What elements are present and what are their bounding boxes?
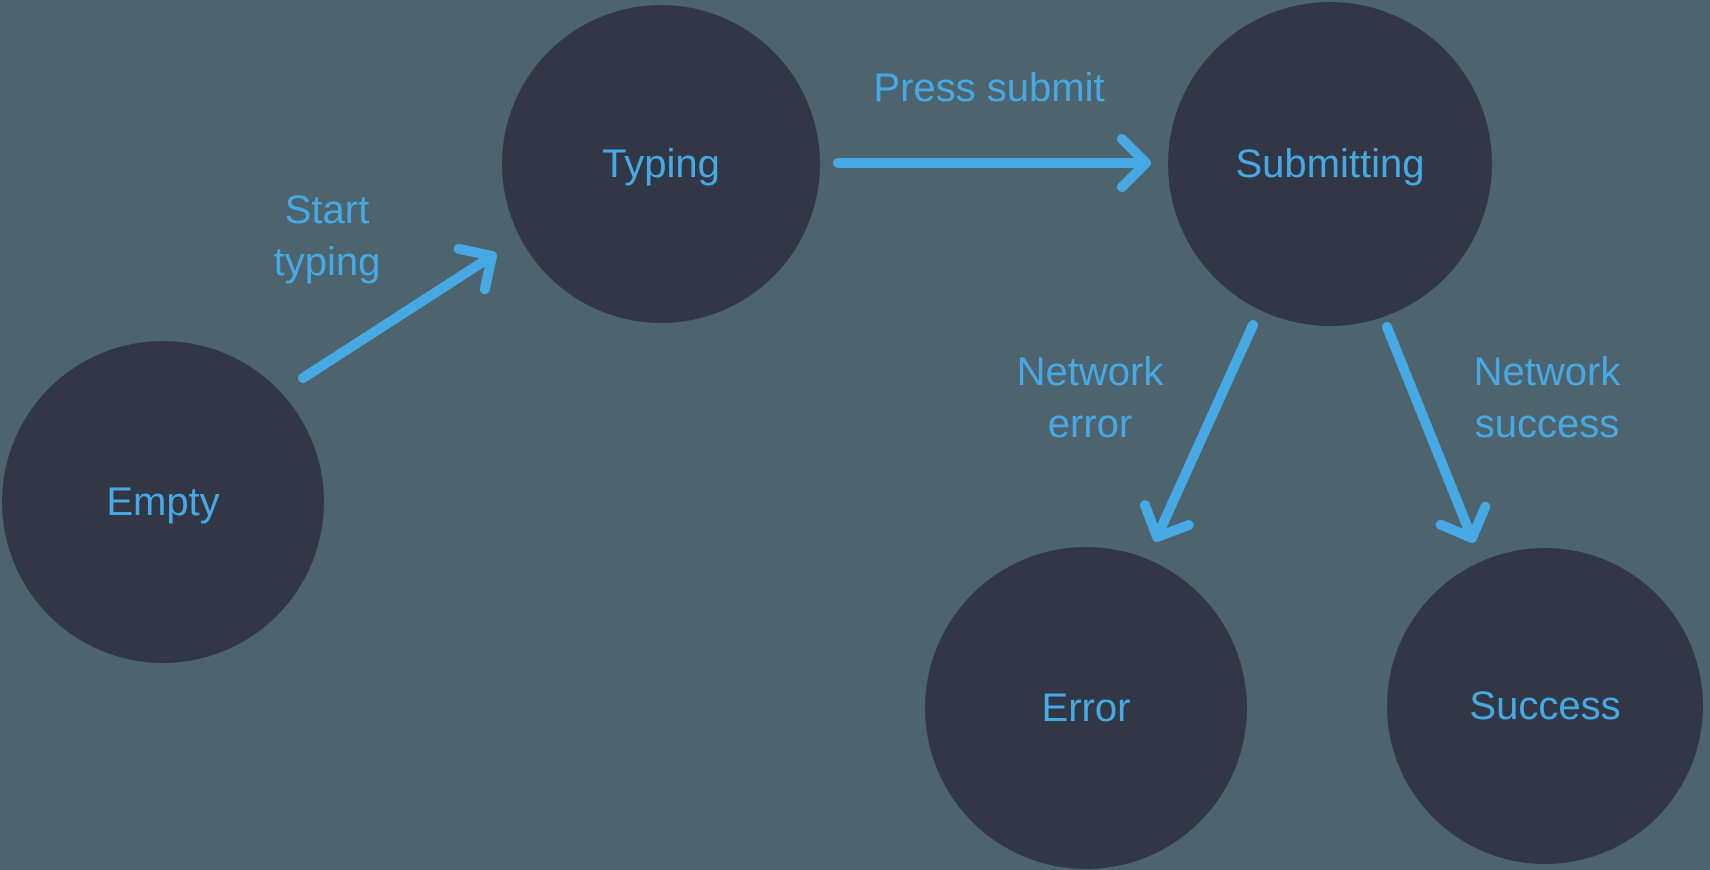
state-label-success: Success [1469,684,1621,728]
state-label-submitting: Submitting [1235,142,1425,186]
arrow-start-typing [298,243,497,383]
arrow-network-error [1140,320,1258,542]
state-node-empty: Empty [2,341,324,663]
transition-label-press-submit: Press submit [873,66,1105,110]
state-node-typing: Typing [502,5,820,323]
arrow-network-success [1382,322,1491,543]
state-node-submitting: Submitting [1168,2,1492,326]
state-label-typing: Typing [602,142,720,186]
state-node-error: Error [925,547,1247,869]
transition-label-start-typing: Start typing [273,188,381,284]
state-label-empty: Empty [106,480,220,524]
transition-label-network-success: Network success [1473,350,1621,446]
transition-label-network-error: Network error [1016,350,1164,446]
state-node-success: Success [1387,548,1703,864]
state-label-error: Error [1041,686,1131,730]
